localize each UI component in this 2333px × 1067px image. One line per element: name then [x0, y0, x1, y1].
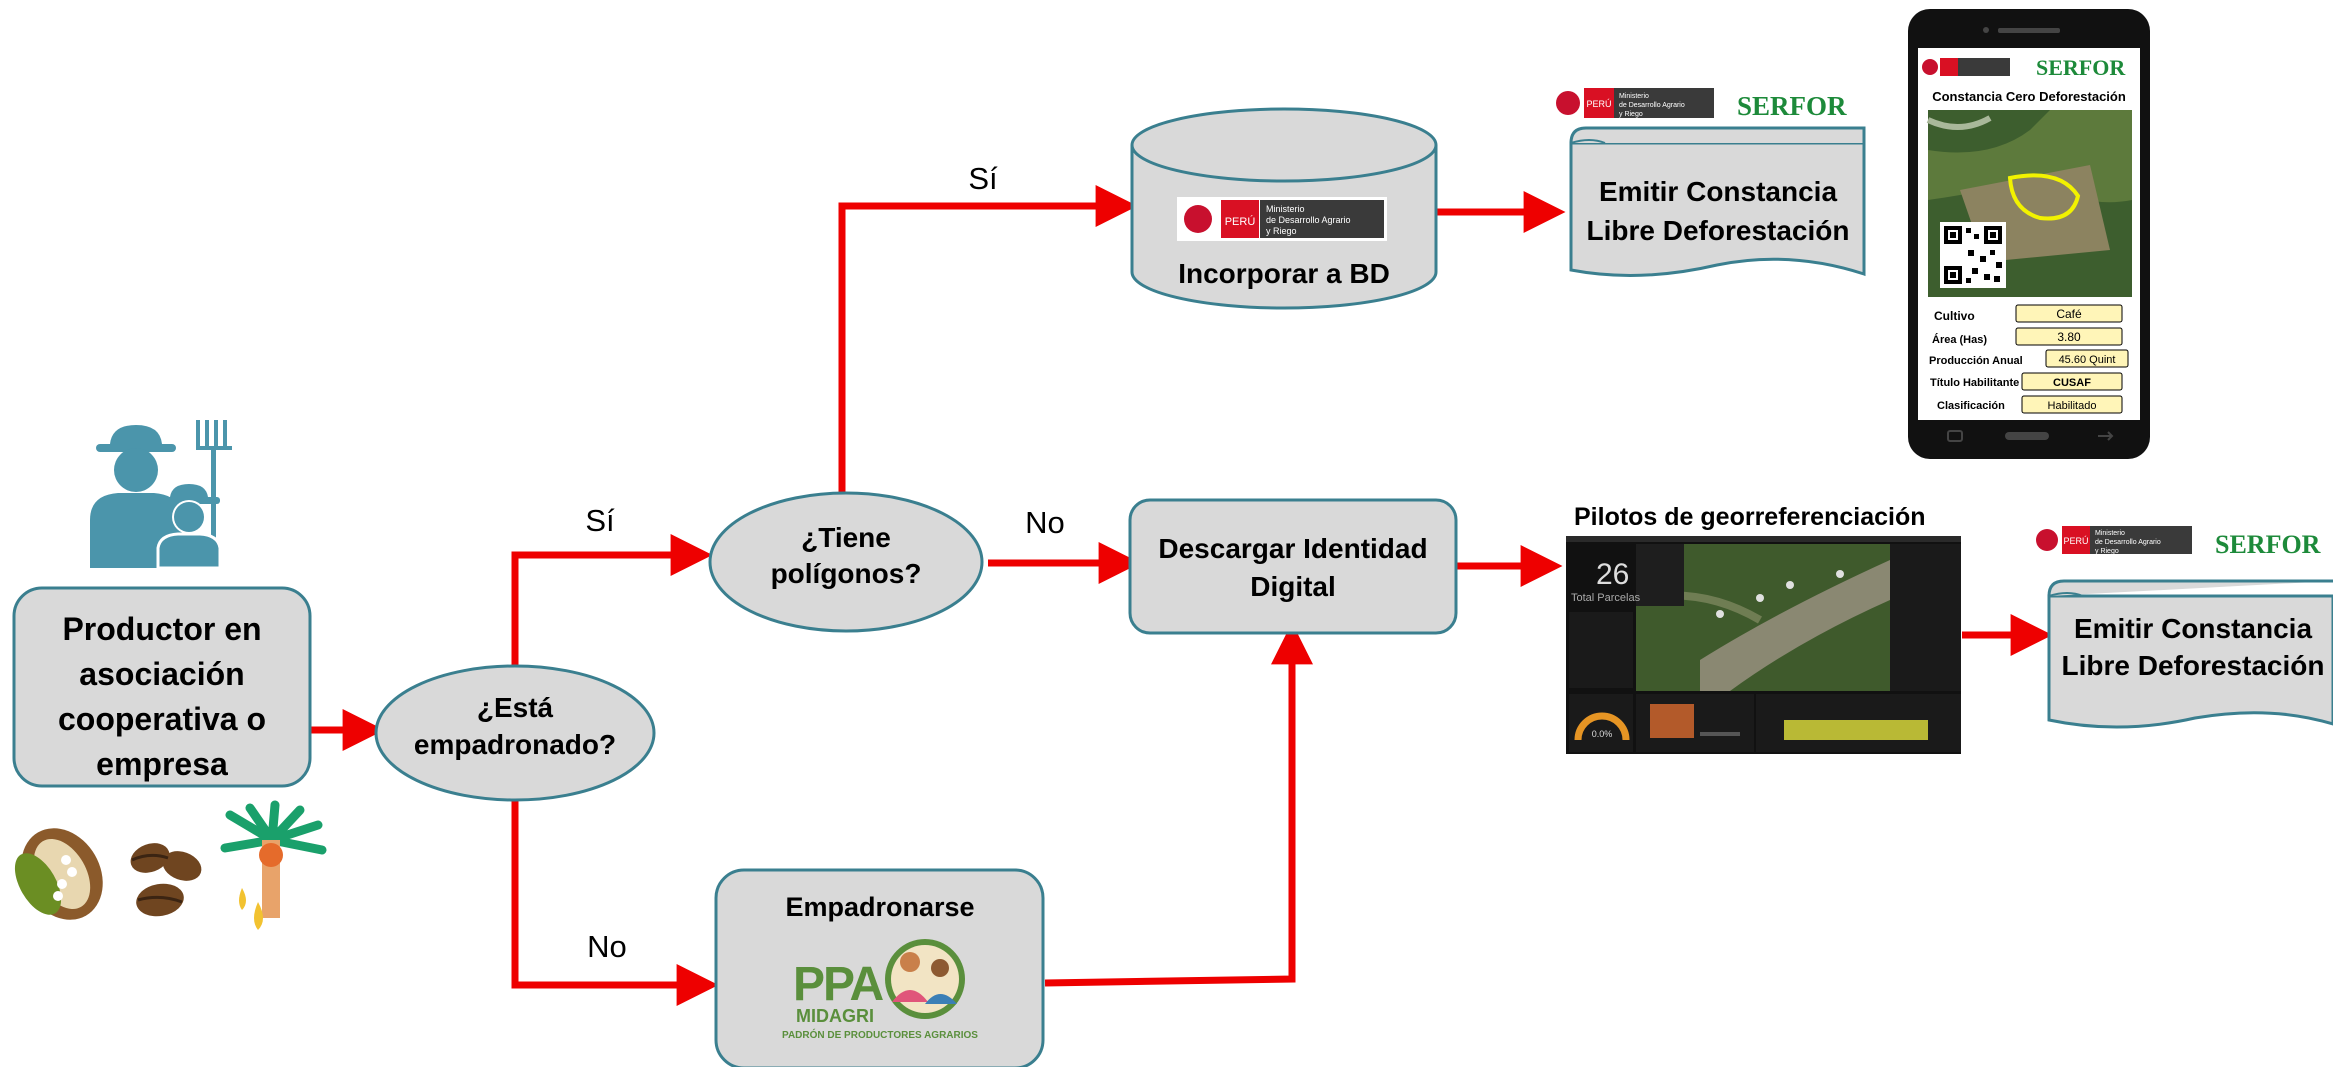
- empadronado-line-1: ¿Está: [477, 692, 554, 723]
- incorporar-label: Incorporar a BD: [1178, 258, 1390, 289]
- node-incorporar-bd: PERÚ Ministerio de Desarrollo Agrario y …: [1130, 107, 1438, 310]
- productor-line-3: cooperativa o: [58, 701, 266, 737]
- emitir-right-line-1: Emitir Constancia: [2074, 613, 2312, 644]
- midagri-text: MIDAGRI: [796, 1006, 874, 1026]
- phone-row-value: Habilitado: [2048, 400, 2097, 412]
- phone-row-value: CUSAF: [2053, 377, 2091, 389]
- phone-row-value: 45.60 Quint: [2059, 354, 2116, 366]
- productor-line-4: empresa: [96, 746, 228, 782]
- serfor-logo-top: SERFOR: [1737, 91, 1847, 121]
- phone-row-label: Producción Anual: [1929, 355, 2023, 367]
- phone-row-label: Área (Has): [1932, 333, 1987, 346]
- phone-data-table: Cultivo Café Área (Has) 3.80 Producción …: [1929, 304, 2129, 414]
- edge-label-no-bottom: No: [587, 929, 627, 964]
- ministerio-line-2-top: de Desarrollo Agrario: [1619, 102, 1685, 109]
- decision-empadronado: ¿Está empadronado?: [374, 664, 656, 802]
- cacao-icon: [14, 828, 103, 920]
- phone-row-value: 3.80: [2057, 330, 2081, 344]
- phone-row-label: Título Habilitante: [1930, 377, 2019, 389]
- ministerio-line-3-top: y Riego: [1619, 111, 1643, 118]
- farmers-icon: [90, 420, 232, 570]
- ministerio-line-3-right: y Riego: [2095, 548, 2119, 555]
- peru-text-top: PERÚ: [1586, 99, 1611, 109]
- phone-row-value: Café: [2056, 307, 2082, 321]
- edge-label-no-mid: No: [1025, 505, 1065, 540]
- descargar-line-1: Descargar Identidad: [1158, 533, 1427, 564]
- emitir-right-line-2: Libre Deforestación: [2062, 650, 2325, 681]
- productor-line-2: asociación: [79, 656, 244, 692]
- ministerio-line-2-right: de Desarrollo Agrario: [2095, 539, 2161, 546]
- ppa-midagri-logo: PPA MIDAGRI PADRÓN DE PRODUCTORES AGRARI…: [782, 939, 978, 1041]
- empadronado-line-2: empadronado?: [414, 729, 616, 760]
- edge-label-si-top: Sí: [968, 161, 998, 196]
- ministerio-line-1-bd: Ministerio: [1266, 204, 1305, 214]
- ministerio-line-2-bd: de Desarrollo Agrario: [1266, 215, 1351, 225]
- dashboard-screenshot: 26 Total Parcelas 0.0%: [1566, 536, 1961, 754]
- node-emitir-right: Emitir Constancia Libre Deforestación: [2047, 579, 2333, 729]
- peru-text-bd: PERÚ: [1225, 215, 1256, 228]
- edge-empadronado-to-empadronarse: [511, 800, 719, 1006]
- ministerio-line-3-bd: y Riego: [1266, 226, 1297, 236]
- qr-code: [1940, 222, 2006, 288]
- pilotos-title: Pilotos de georreferenciación: [1574, 503, 1926, 531]
- node-productor: Productor en asociación cooperativa o em…: [12, 586, 312, 788]
- node-empadronarse: Empadronarse PPA MIDAGRI PADRÓN DE PRODU…: [714, 868, 1045, 1067]
- serfor-logo-phone: SERFOR: [2036, 55, 2126, 80]
- node-descargar: Descargar Identidad Digital: [1128, 498, 1458, 635]
- descargar-line-2: Digital: [1250, 571, 1336, 602]
- dashboard-gauge-value: 0.0%: [1592, 729, 1613, 739]
- productor-line-1: Productor en: [62, 611, 261, 647]
- edges: [310, 185, 2053, 1006]
- edge-empadronado-to-poligonos: [511, 534, 713, 666]
- ppa-text: PPA: [793, 958, 883, 1011]
- edge-poligonos-to-incorporar: [838, 185, 1138, 493]
- serfor-logo-right: SERFOR: [2215, 530, 2321, 559]
- edge-empadronarse-to-descargar: [1044, 622, 1313, 987]
- phone-title: Constancia Cero Deforestación: [1932, 89, 2126, 104]
- dashboard-count-label: Total Parcelas: [1571, 592, 1641, 604]
- ministerio-line-1-right: Ministerio: [2095, 530, 2125, 537]
- logo-row-top: PERÚ Ministerio de Desarrollo Agrario y …: [1556, 88, 1847, 121]
- decision-poligonos: ¿Tiene polígonos?: [708, 491, 984, 633]
- phone-row-label: Cultivo: [1934, 309, 1975, 323]
- phone-mockup: SERFOR Constancia Cero Deforestación Cul…: [1908, 9, 2150, 459]
- padron-text: PADRÓN DE PRODUCTORES AGRARIOS: [782, 1028, 978, 1041]
- poligonos-line-1: ¿Tiene: [801, 522, 891, 553]
- emitir-top-line-2: Libre Deforestación: [1587, 215, 1850, 246]
- oil-palm-icon: [220, 800, 327, 930]
- poligonos-line-2: polígonos?: [771, 558, 922, 589]
- coffee-beans-icon: [130, 843, 202, 917]
- emitir-top-line-1: Emitir Constancia: [1599, 176, 1837, 207]
- phone-row-label: Clasificación: [1937, 400, 2005, 412]
- ministerio-logo-bd: PERÚ Ministerio de Desarrollo Agrario y …: [1177, 197, 1387, 241]
- edge-label-si-mid: Sí: [585, 503, 615, 538]
- dashboard-count: 26: [1596, 558, 1629, 591]
- ministerio-line-1-top: Ministerio: [1619, 93, 1649, 100]
- logo-row-right: PERÚ Ministerio de Desarrollo Agrario y …: [2036, 526, 2321, 559]
- empadronarse-label: Empadronarse: [785, 892, 974, 922]
- peru-text-right: PERÚ: [2063, 536, 2088, 546]
- node-emitir-top: Emitir Constancia Libre Deforestación: [1569, 126, 1866, 277]
